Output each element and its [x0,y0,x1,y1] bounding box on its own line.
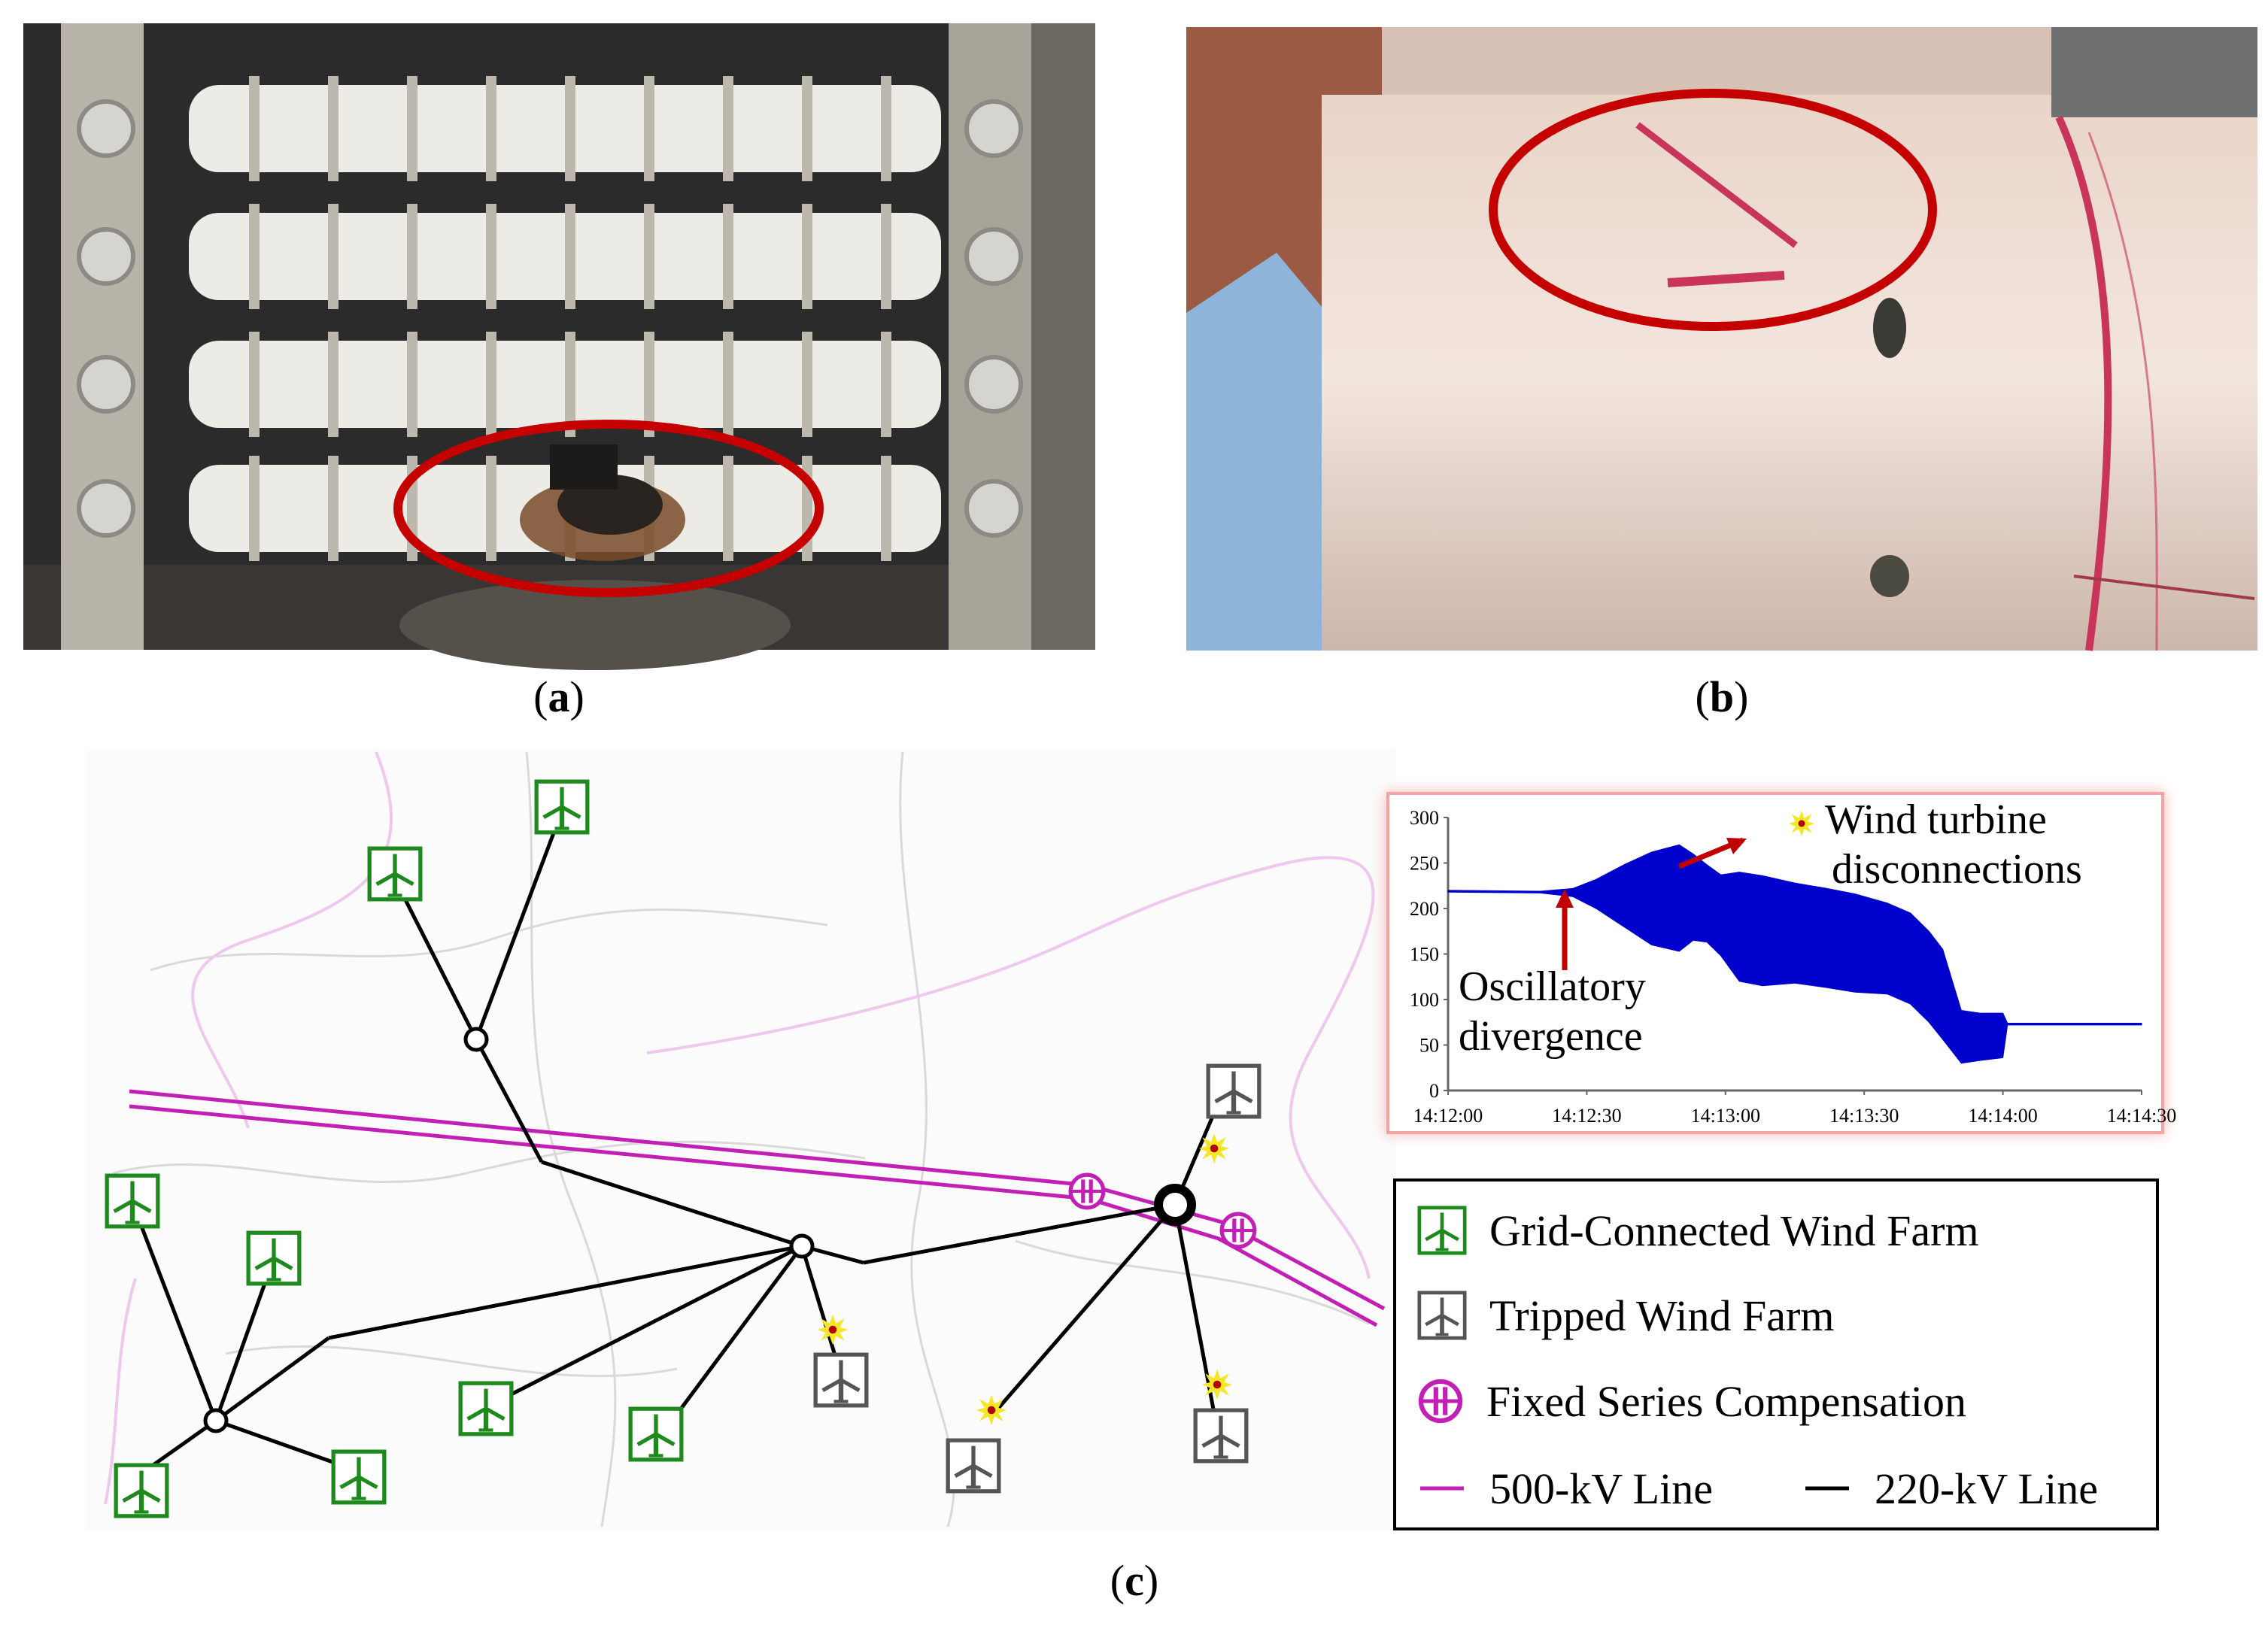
photo-panel-b [1186,27,2257,651]
legend-item-grid-farm: Grid-Connected Wind Farm [1417,1200,1979,1260]
legend-item-500kv: 500-kV Line [1417,1458,1713,1518]
oscillation-chart: 0 50 100 150 200 250 300 14:12:00 14:12:30 14:13:… [1410,807,2176,1127]
photo-panel-a [23,23,1095,670]
series-compensation-icon [1417,1378,1464,1424]
x-tick-label: 14:14:00 [1968,1105,2037,1127]
caption-c: (c) [1110,1556,1159,1605]
x-tick-label: 14:14:30 [2107,1105,2176,1127]
y-tick-label: 250 [1410,853,1439,875]
wind-farm-gray-icon [1417,1291,1467,1340]
x-tick-label: 14:13:00 [1691,1105,1760,1127]
legend-item-tripped-farm: Tripped Wind Farm [1417,1285,1834,1345]
annotation-turbine-disconnections: Wind turbine disconnections [1788,795,2082,894]
x-tick-label: 14:12:00 [1413,1105,1483,1127]
legend-item-220kv: 220-kV Line [1802,1458,2098,1518]
wind-farm-green-icon [1417,1206,1467,1255]
y-tick-label: 100 [1410,989,1439,1011]
y-tick-label: 300 [1410,807,1439,829]
y-tick-label: 200 [1410,898,1439,920]
y-tick-label: 150 [1410,944,1439,966]
y-tick-label: 50 [1419,1035,1439,1057]
frequency-chart-inset: 0 50 100 150 200 250 300 14:12:00 14:12:30 14:13:… [1386,792,2176,1134]
y-tick-label: 0 [1429,1080,1439,1102]
legend: Grid-Connected Wind Farm Tripped Wind Fa… [1393,1178,2159,1530]
line-500kv-swatch [1420,1486,1464,1491]
x-tick-label: 14:12:30 [1552,1105,1621,1127]
trip-marker-icon [1788,810,1815,837]
annotation-oscillatory-divergence: Oscillatory divergence [1459,963,1646,1060]
line-220kv-swatch [1805,1486,1849,1491]
x-tick-label: 14:13:30 [1829,1105,1899,1127]
caption-a: (a) [533,672,584,721]
oscillation-waveform [1447,844,2142,1064]
legend-item-series-compensation: Fixed Series Compensation [1417,1371,1966,1431]
caption-b: (b) [1695,672,1749,721]
